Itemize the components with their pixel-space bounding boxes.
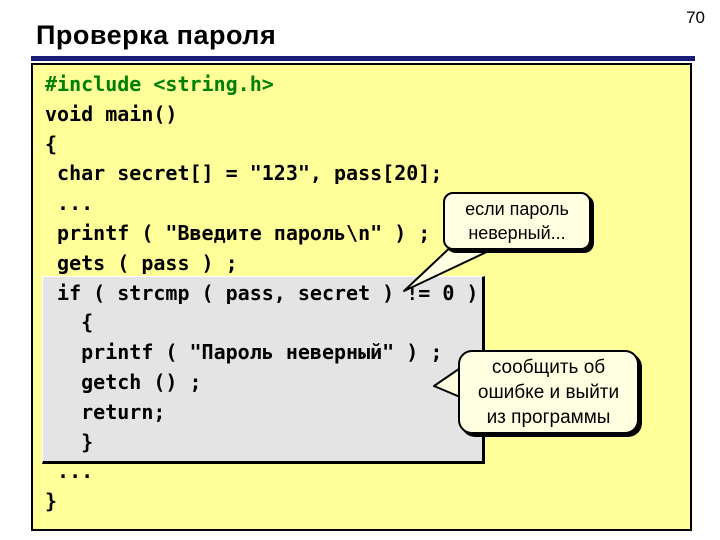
- code-line: }: [45, 489, 58, 514]
- code-line: {: [45, 310, 94, 335]
- code-line: }: [45, 429, 94, 454]
- callout-line: если пароль: [465, 199, 569, 219]
- callout-line: из программы: [486, 407, 611, 428]
- code-line: printf ( "Пароль неверный" ) ;: [45, 340, 443, 365]
- code-line: return;: [45, 399, 166, 424]
- code-line: ...: [45, 191, 94, 216]
- code-line: gets ( pass ) ;: [45, 250, 238, 275]
- callout-line: неверный...: [468, 223, 566, 243]
- code-line: #include <string.h>: [45, 72, 274, 96]
- code-line: printf ( "Введите пароль\n" ) ;: [45, 220, 431, 245]
- code-line: void main(): [45, 101, 178, 126]
- code-line: if ( strcmp ( pass, secret ) != 0 ): [45, 280, 479, 305]
- if-block-highlight: [42, 276, 485, 464]
- code-line: {: [45, 131, 58, 156]
- code-listing: #include <string.h> void main() { char s…: [45, 70, 478, 517]
- code-line: getch () ;: [45, 369, 202, 394]
- callout-if-wrong-password: если пароль неверный...: [443, 192, 591, 250]
- code-line: char secret[] = "123", pass[20];: [45, 161, 443, 186]
- page-title: Проверка пароля: [36, 20, 277, 50]
- page-number: 70: [686, 8, 705, 27]
- callout-line: ошибке и выйти: [477, 382, 620, 403]
- title-underline-rule: [31, 56, 695, 61]
- code-line: ...: [45, 459, 94, 484]
- callout-line: сообщить об: [491, 357, 606, 378]
- callout-report-error-exit: сообщить об ошибке и выйти из программы: [458, 350, 639, 434]
